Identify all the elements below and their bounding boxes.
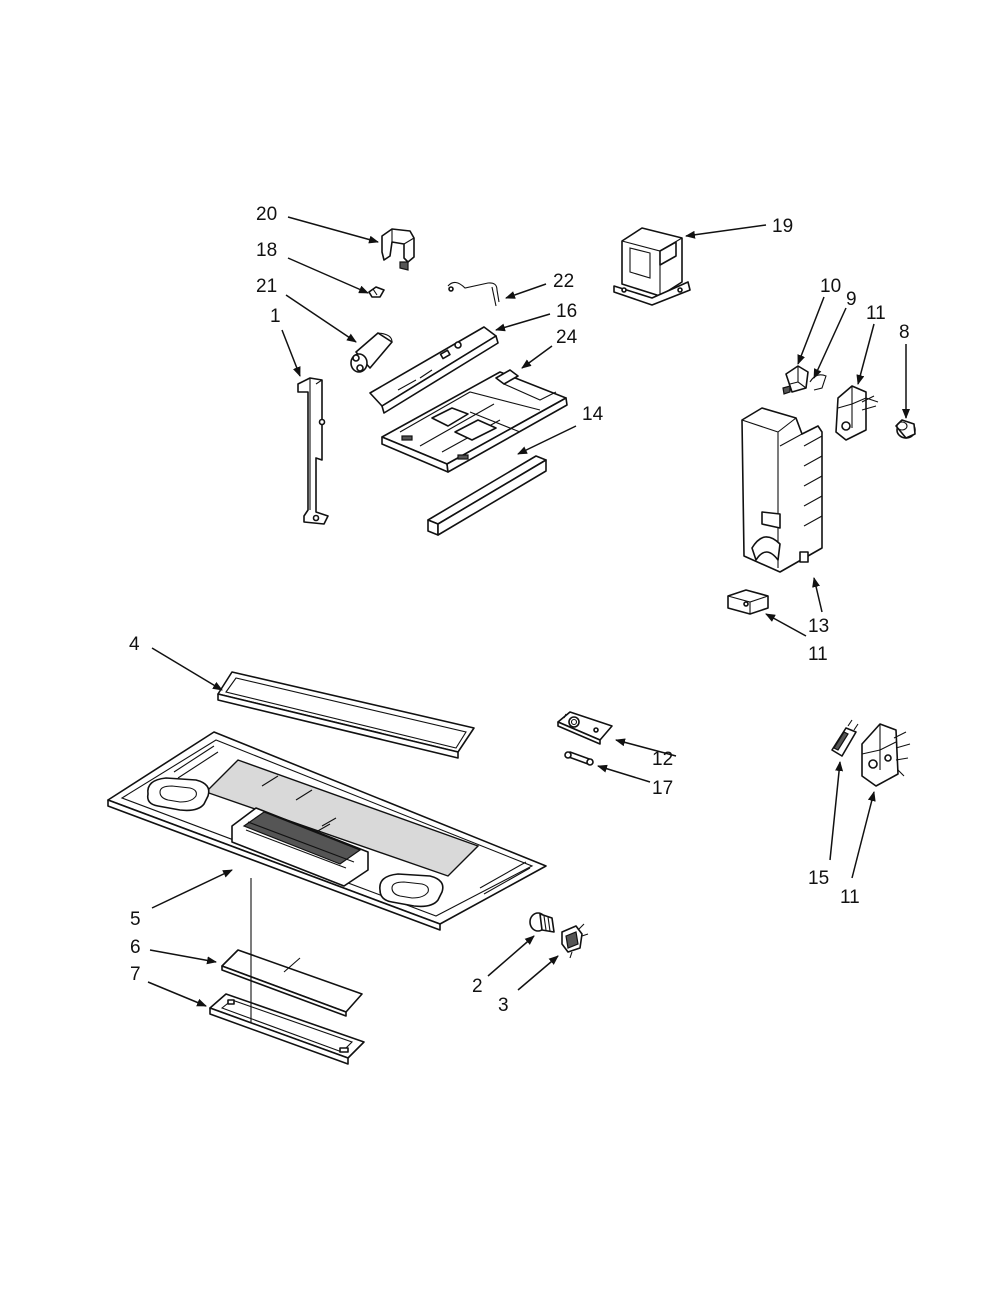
part-23-wire bbox=[447, 281, 500, 307]
callout-15: 14 bbox=[582, 404, 604, 425]
callout-3: 3 bbox=[498, 995, 509, 1016]
part-19-clip bbox=[368, 286, 385, 298]
part-18-fuse bbox=[564, 751, 594, 766]
part-14-duct bbox=[741, 407, 823, 573]
callout-10: 10 bbox=[820, 276, 841, 297]
part-10-switch bbox=[782, 365, 809, 395]
part-5-bottom-tray bbox=[107, 731, 547, 931]
callout-17: 16 bbox=[556, 301, 577, 322]
callout-23: 22 bbox=[553, 271, 574, 292]
part-21-bracket bbox=[381, 228, 415, 271]
part-11-switch-bracket-top bbox=[835, 385, 879, 441]
leader-lines bbox=[147, 216, 910, 1022]
part-6-filter bbox=[221, 949, 363, 1017]
callout-24: 24 bbox=[556, 327, 578, 348]
part-22-capacitor bbox=[350, 332, 393, 373]
callout-21: 20 bbox=[256, 204, 277, 225]
callout-labels: 20 18 21 1 22 16 24 14 19 10 9 11 8 13 1… bbox=[129, 204, 910, 1016]
part-17-strip bbox=[369, 326, 499, 414]
callout-1: 1 bbox=[270, 306, 281, 327]
part-1-bracket bbox=[297, 377, 329, 525]
callout-2: 2 bbox=[472, 976, 483, 997]
part-20-transformer bbox=[613, 227, 691, 306]
callout-20: 19 bbox=[772, 216, 793, 237]
callout-11-top: 11 bbox=[866, 303, 886, 324]
part-4-filter-panel bbox=[217, 671, 475, 759]
callout-8: 8 bbox=[899, 322, 910, 343]
part-13-control-board bbox=[557, 711, 613, 745]
callout-4: 4 bbox=[129, 634, 140, 655]
part-16-thermal-fuse bbox=[831, 719, 859, 757]
part-24-chassis bbox=[381, 369, 568, 473]
callout-12: 11 bbox=[808, 644, 828, 665]
callout-6: 6 bbox=[130, 937, 141, 958]
part-9-actuator bbox=[809, 374, 827, 391]
part-2-lamp bbox=[529, 912, 555, 933]
callout-22: 21 bbox=[256, 276, 277, 297]
part-11-switch-bracket-bottom bbox=[861, 723, 911, 787]
part-15-bar bbox=[427, 455, 547, 536]
callout-9: 9 bbox=[846, 289, 857, 310]
part-7-frame bbox=[209, 993, 365, 1065]
part-8-knob bbox=[895, 419, 916, 439]
callout-13: 12 bbox=[652, 749, 673, 770]
callout-5: 5 bbox=[130, 909, 141, 930]
callout-19: 18 bbox=[256, 240, 277, 261]
callout-18: 17 bbox=[652, 778, 673, 799]
callout-14: 13 bbox=[808, 616, 829, 637]
part-3-socket bbox=[561, 923, 589, 959]
callout-16: 15 bbox=[808, 868, 829, 889]
callout-7: 7 bbox=[130, 964, 141, 985]
callout-11-bottom: 11 bbox=[840, 887, 860, 908]
part-12-block bbox=[727, 589, 769, 615]
